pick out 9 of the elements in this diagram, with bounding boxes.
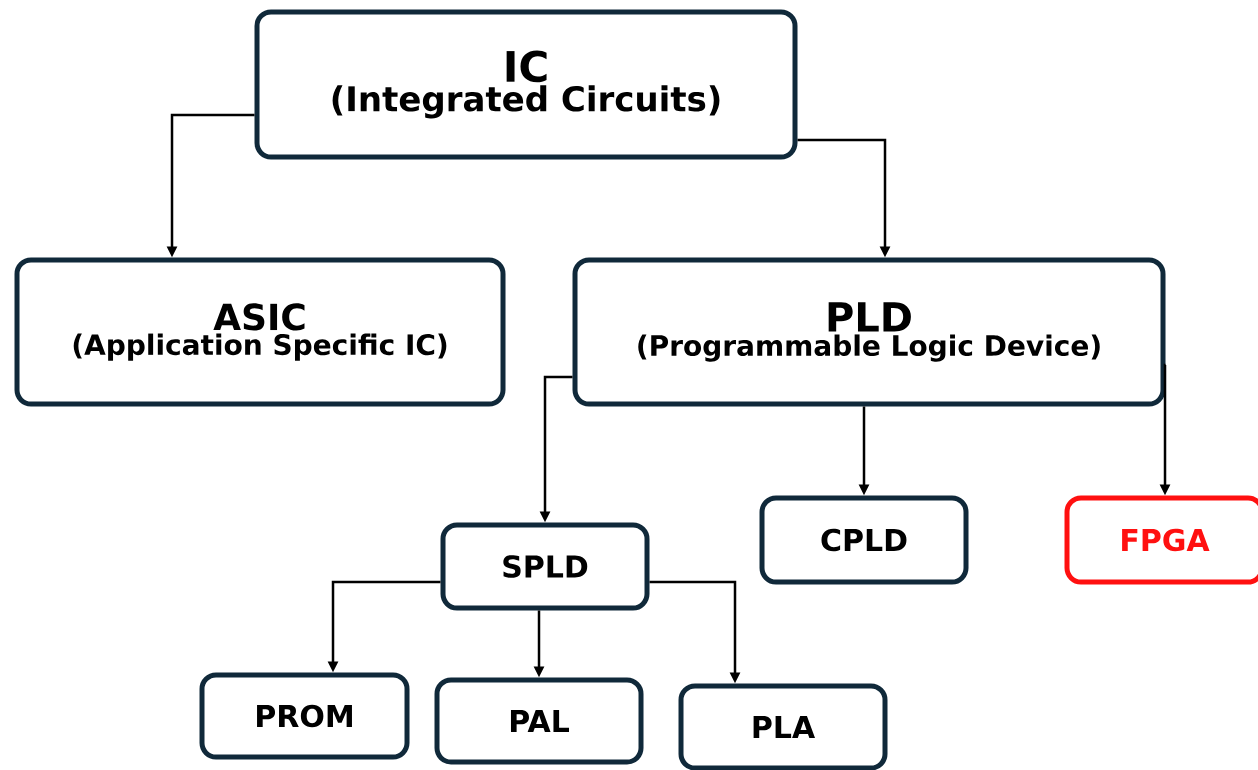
process-box: ASIC (Application Specific IC) [14,257,506,407]
process-box: FPGA [1064,495,1258,585]
process-box: CPLD [759,495,969,585]
process-box: PLA [678,683,888,770]
process-box: PAL [434,677,644,765]
process-box: SPLD [440,522,650,611]
process-box: PROM [199,672,410,760]
process-box: PLD (Programmable Logic Device) [572,257,1166,407]
process-box: IC (Integrated Circuits) [254,9,798,160]
